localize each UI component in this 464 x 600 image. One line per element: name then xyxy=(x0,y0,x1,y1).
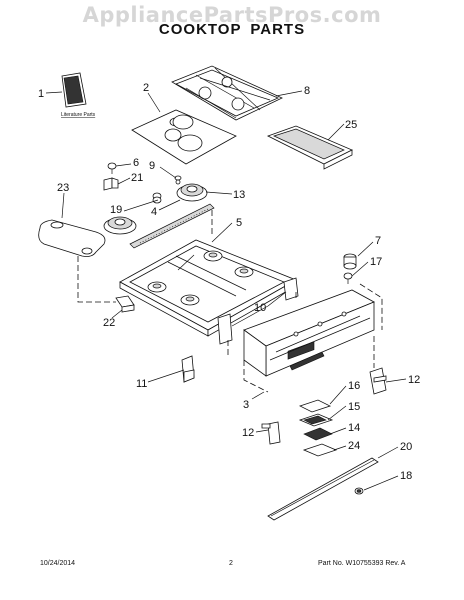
bracket-part-12-right xyxy=(369,367,387,395)
callout-labels: 1 2 3 4 5 6 7 8 9 10 11 12 12 13 14 15 1… xyxy=(38,82,420,482)
control-panel-part-3 xyxy=(243,289,375,377)
callout-5: 5 xyxy=(236,217,242,229)
page-title: COOKTOP PARTS xyxy=(158,21,306,38)
callout-3: 3 xyxy=(243,399,249,411)
griddle-part-25 xyxy=(266,125,353,170)
leader-lines xyxy=(45,90,407,491)
bracket-part-12-left xyxy=(261,421,281,445)
screw-part-18 xyxy=(354,487,364,495)
assembly-lines xyxy=(77,210,383,393)
callout-14: 14 xyxy=(348,422,360,434)
callout-12-right: 12 xyxy=(408,374,420,386)
trim-bar-part-20 xyxy=(267,457,379,521)
callout-4: 4 xyxy=(151,206,157,218)
callout-15: 15 xyxy=(348,401,360,413)
watermark: AppliancePartsPros.com xyxy=(82,3,382,27)
callout-12-left: 12 xyxy=(242,427,254,439)
grates-part-8 xyxy=(171,65,283,121)
literature-booklet-part-1: Literature Parts xyxy=(61,72,96,118)
callout-18: 18 xyxy=(400,470,412,482)
callout-23: 23 xyxy=(57,182,69,194)
callout-25: 25 xyxy=(345,119,357,131)
switch-parts xyxy=(298,399,338,457)
gasket-part-13 xyxy=(129,203,215,249)
footer-page-number: 2 xyxy=(229,560,233,567)
callout-22: 22 xyxy=(103,317,115,329)
bracket-part-10 xyxy=(217,277,299,345)
callout-20: 20 xyxy=(400,441,412,453)
footer-date: 10/24/2014 xyxy=(40,560,76,567)
callout-16: 16 xyxy=(348,380,360,392)
bracket-part-22 xyxy=(115,295,135,313)
trim-part-23 xyxy=(38,219,106,257)
callout-6: 6 xyxy=(133,157,139,169)
callout-9: 9 xyxy=(149,160,155,172)
knob-part-7 xyxy=(343,253,357,284)
small-hardware xyxy=(103,162,182,191)
callout-11: 11 xyxy=(136,378,147,390)
callout-8: 8 xyxy=(304,85,310,97)
callout-13: 13 xyxy=(233,189,245,201)
callout-19: 19 xyxy=(110,204,122,216)
callout-1: 1 xyxy=(38,88,44,100)
callout-7: 7 xyxy=(375,235,381,247)
callout-10: 10 xyxy=(254,302,266,314)
cooktop-surface-part-2 xyxy=(131,109,237,165)
callout-17: 17 xyxy=(370,256,382,268)
literature-parts-label: Literature Parts xyxy=(61,112,96,118)
callout-2: 2 xyxy=(143,82,149,94)
callout-24: 24 xyxy=(348,440,360,452)
bracket-part-11 xyxy=(181,355,195,383)
burner-part-4 xyxy=(103,183,208,235)
callout-21: 21 xyxy=(131,172,143,184)
footer-part-number: Part No. W10755393 Rev. A xyxy=(318,560,406,567)
